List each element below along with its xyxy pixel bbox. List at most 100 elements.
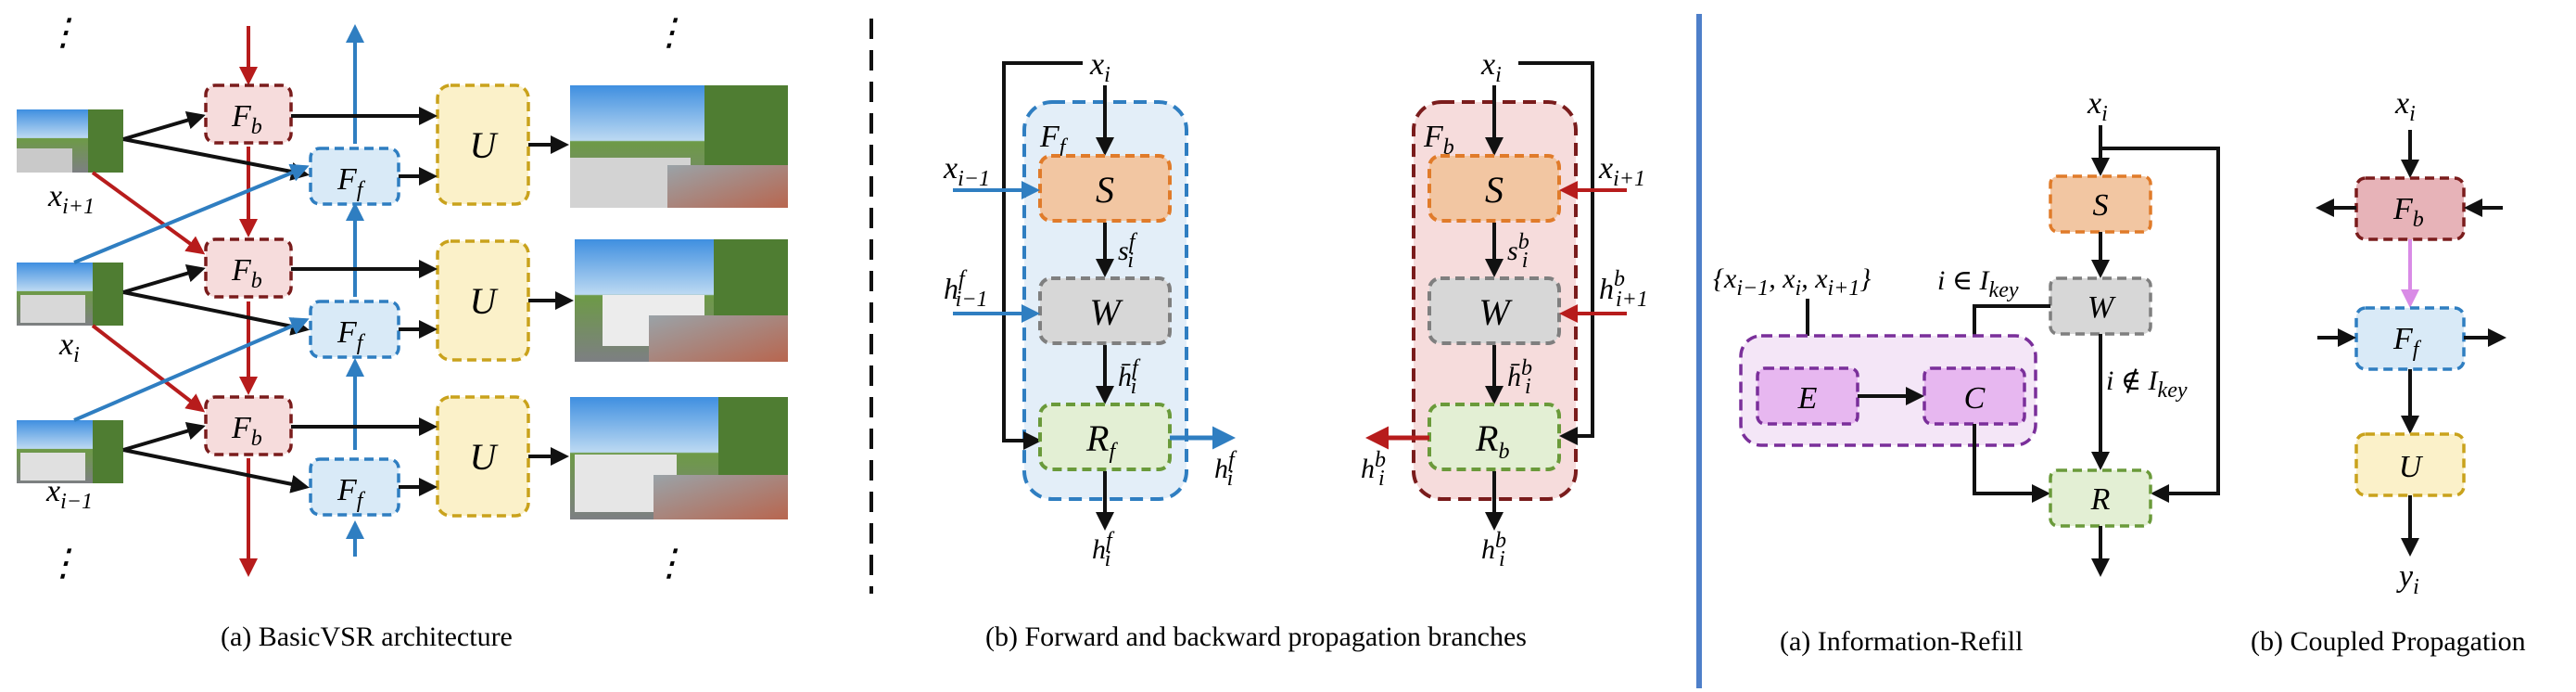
refill-w-box xyxy=(2049,276,2152,336)
caption-coupled-propagation: (b) Coupled Propagation xyxy=(2251,626,2526,657)
u-label-row1: U xyxy=(470,124,500,166)
ff-box-row1 xyxy=(309,147,400,206)
backward-top-input: xi xyxy=(1480,47,1502,87)
panel-coupled-propagation: xi Fb Ff U yi xyxy=(2316,86,2506,599)
refill-skip-loop xyxy=(2100,147,2220,503)
frame-label-previous: xi−1 xyxy=(45,474,93,514)
edge-prev-to-ff xyxy=(122,448,310,493)
forward-skip-loop xyxy=(1002,61,1083,450)
frame-label-current: xi xyxy=(58,327,80,367)
fb-label-row1: Fb xyxy=(231,99,262,139)
edge-prev-to-ff2 xyxy=(73,317,310,422)
backward-r-label: Rb xyxy=(1475,417,1509,464)
backward-next-frame-label: xi+1 xyxy=(1598,151,1645,191)
forward-prev-frame-label: xi−1 xyxy=(943,151,990,191)
coupled-ff-label: Ff xyxy=(2392,322,2422,362)
panel-information-refill: xi S W i ∉ Ikey i ∈ Ikey {xi−1, xi, xi+1… xyxy=(1713,86,2220,577)
u-box-row1 xyxy=(436,83,530,206)
forward-w-label: W xyxy=(1089,291,1123,333)
refill-key-out-label: i ∉ Ikey xyxy=(2106,365,2188,403)
fb-label-row3: Fb xyxy=(231,411,262,451)
refill-input-label: xi xyxy=(2087,86,2108,126)
refill-c-label: C xyxy=(1964,381,1986,416)
edge-next-to-fb2 xyxy=(91,171,206,255)
ellipsis-bottom-right: ⋮ xyxy=(651,542,688,583)
ellipsis-bottom-left: ⋮ xyxy=(44,542,82,583)
caption-propagation-branches: (b) Forward and backward propagation bra… xyxy=(985,622,1527,652)
forward-s-box xyxy=(1038,154,1172,223)
frame-label-next: xi+1 xyxy=(47,179,95,219)
input-frame-previous xyxy=(17,420,123,483)
output-frame-next xyxy=(570,85,788,208)
u-label-row3: U xyxy=(470,436,500,478)
refill-s-box xyxy=(2049,174,2152,234)
ellipsis-top-right: ⋮ xyxy=(651,11,688,53)
u-label-row2: U xyxy=(470,280,500,322)
ff-box-row3 xyxy=(309,457,400,517)
edge-next-to-fb xyxy=(122,110,206,141)
caption-information-refill: (a) Information-Refill xyxy=(1780,626,2023,657)
u-box-row3 xyxy=(436,395,530,518)
refill-c-box xyxy=(1922,366,2026,426)
input-frame-next xyxy=(17,109,123,173)
edge-prev-to-fb xyxy=(122,421,206,452)
refill-c-to-r xyxy=(1973,424,2050,503)
refill-e-box xyxy=(1756,366,1859,426)
coupled-u-box xyxy=(2354,432,2466,497)
coupled-input-label: xi xyxy=(2394,86,2416,126)
edge-cur-to-ff xyxy=(122,290,310,336)
fb-box-row2 xyxy=(204,237,293,299)
refill-set-label: {xi−1, xi, xi+1} xyxy=(1713,263,1871,301)
forward-top-input: xi xyxy=(1089,47,1110,87)
ff-box-row2 xyxy=(309,300,400,359)
output-frame-previous xyxy=(570,397,788,519)
backward-s-label: S xyxy=(1485,169,1504,211)
edge-cur-to-fb3 xyxy=(91,324,206,413)
fb-box-row1 xyxy=(204,83,293,145)
refill-r-box xyxy=(2049,468,2152,528)
refill-r-label: R xyxy=(2090,482,2111,517)
backward-w-label: W xyxy=(1478,291,1513,333)
ff-label-row2: Ff xyxy=(336,315,366,355)
fb-label-row2: Fb xyxy=(231,253,262,293)
ellipsis-top-left: ⋮ xyxy=(44,11,82,53)
backward-s-box xyxy=(1428,154,1561,223)
output-frame-current xyxy=(575,239,788,362)
ff-label-row3: Ff xyxy=(336,473,366,513)
coupled-fb-label: Fb xyxy=(2392,192,2424,232)
forward-group-label: Ff xyxy=(1039,120,1069,160)
edge-cur-to-fb xyxy=(122,263,206,294)
input-frame-current xyxy=(17,263,123,326)
forward-s-label: S xyxy=(1096,169,1114,211)
edge-cur-to-ff1 xyxy=(73,163,310,264)
coupled-u-label: U xyxy=(2399,450,2424,484)
refill-s-label: S xyxy=(2093,188,2109,223)
forward-r-label: Rf xyxy=(1085,417,1118,464)
refill-key-in-label: i ∈ Ikey xyxy=(1937,265,2019,302)
coupled-output-label: yi xyxy=(2396,559,2419,599)
caption-basicvsr: (a) BasicVSR architecture xyxy=(221,622,513,652)
backward-skip-loop xyxy=(1518,61,1594,445)
fb-box-row3 xyxy=(204,395,293,456)
refill-e-label: E xyxy=(1797,381,1818,416)
forward-w-box xyxy=(1038,276,1172,345)
panel-basicvsr-architecture: ⋮ ⋮ ⋮ ⋮ xi+1 xi xi−1 xyxy=(17,11,788,583)
refill-w-label: W xyxy=(2087,290,2116,325)
u-box-row2 xyxy=(436,239,530,362)
backward-group-label: Fb xyxy=(1423,120,1454,160)
backward-w-box xyxy=(1428,276,1561,345)
forward-r-box xyxy=(1038,403,1172,471)
edge-next-to-ff xyxy=(122,137,310,181)
